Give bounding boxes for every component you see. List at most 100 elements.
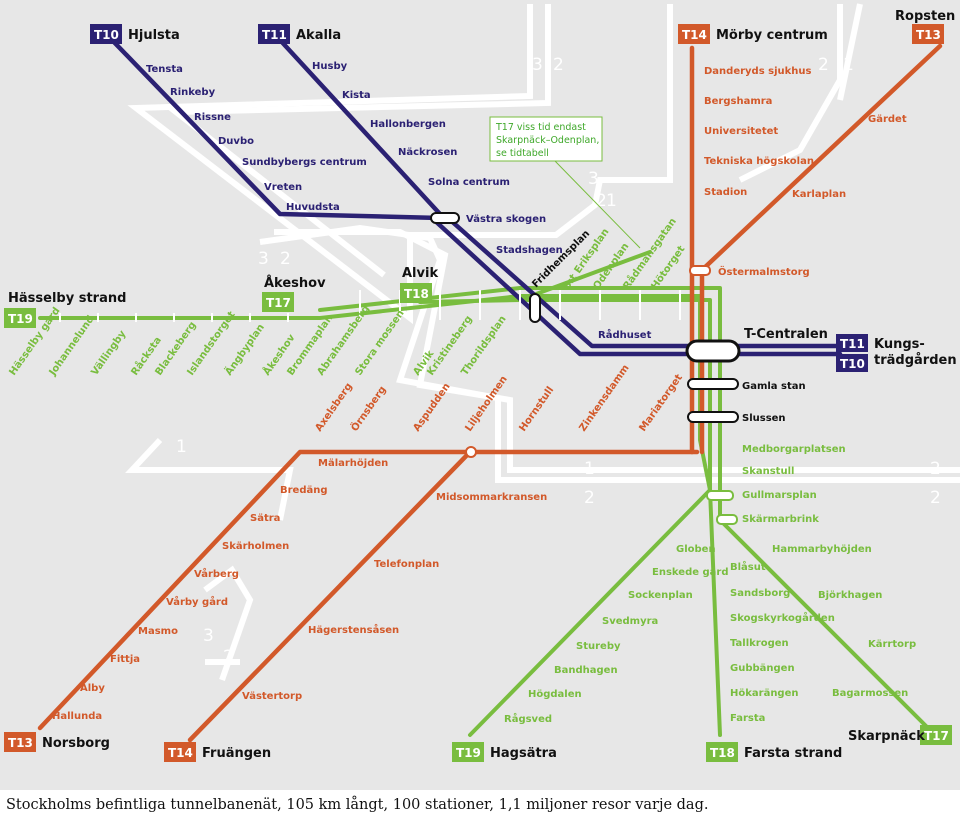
- metro-map-canvas: 3 2 2 1 3 2 3 2 1 2 1 2 2 1 3 2: [0, 0, 960, 790]
- station-label: Skanstull: [742, 466, 794, 477]
- note-line: Skarpnäck–Odenplan,: [496, 135, 599, 146]
- badge-t10: T10: [94, 28, 119, 42]
- station-label: Rissne: [194, 112, 231, 123]
- badge-t13: T13: [916, 28, 941, 42]
- station-label: Medborgarplatsen: [742, 444, 846, 455]
- skarmarbrink-marker: [716, 514, 738, 525]
- t11-akalla-track: [277, 37, 443, 217]
- station-label: Tekniska högskolan: [704, 156, 814, 167]
- terminal-norsborg: Norsborg: [42, 736, 110, 751]
- badge-t11: T11: [840, 337, 865, 351]
- station-label: Rågsved: [504, 712, 552, 725]
- badge-t11: T11: [262, 28, 287, 42]
- station-label: Globen: [676, 544, 716, 555]
- station-label: Farsta: [730, 713, 765, 724]
- station-label: Kärrtorp: [868, 639, 916, 650]
- t17-track: [318, 286, 937, 737]
- blue-central-track-2: [445, 215, 843, 349]
- t14-fruangen-track: [187, 449, 473, 743]
- station-label: Tallkrogen: [730, 638, 789, 649]
- fare-zone-background: [0, 0, 960, 790]
- terminal-alvik: Alvik: [402, 266, 438, 281]
- station-label: Husby: [312, 61, 348, 72]
- station-label: Masmo: [138, 626, 178, 637]
- station-label: Bergshamra: [704, 96, 772, 107]
- badge-t19: T19: [8, 312, 33, 326]
- station-label: Hallonbergen: [370, 119, 446, 130]
- terminal-akalla: Akalla: [296, 28, 341, 43]
- station-label: Bagarmossen: [832, 688, 908, 699]
- station-label: Gärdet: [868, 114, 907, 125]
- vastra-skogen-interchange: [430, 212, 460, 224]
- station-label: Blåsut: [730, 560, 766, 573]
- badge-t17: T17: [266, 296, 291, 310]
- t18-track: [418, 298, 722, 737]
- station-label: Hökarängen: [730, 688, 799, 699]
- interchange-markers: [430, 212, 741, 525]
- station-label: Rinkeby: [170, 87, 216, 98]
- note-line: T17 viss tid endast: [495, 122, 586, 133]
- station-label: Enskede gård: [652, 565, 728, 578]
- terminal-kungstradgarden: trädgården: [874, 353, 957, 368]
- station-label: Stureby: [576, 641, 621, 652]
- station-label: Midsommarkransen: [436, 492, 547, 503]
- slussen-interchange: [687, 411, 739, 423]
- zone-number: 2: [596, 191, 607, 211]
- t10-hjulsta-track: [109, 37, 443, 221]
- badge-t18: T18: [710, 746, 735, 760]
- station-label: Sundbybergs centrum: [242, 157, 367, 168]
- station-label: Telefonplan: [374, 559, 439, 570]
- station-label: Sandsborg: [730, 588, 790, 599]
- badge-t17: T17: [924, 729, 949, 743]
- station-label: Västertorp: [242, 691, 302, 702]
- station-label: Vårberg: [194, 567, 239, 580]
- fridhemsplan-interchange: [529, 293, 541, 323]
- station-label: Högdalen: [528, 689, 582, 700]
- station-label: Vreten: [264, 182, 302, 193]
- station-label: Bandhagen: [554, 665, 618, 676]
- zone-number: 2: [223, 647, 234, 667]
- terminal-ropsten: Ropsten: [895, 9, 955, 24]
- t19-south-track: [468, 488, 712, 737]
- station-label: Kista: [342, 90, 371, 101]
- fare-zone-labels: 3 2 2 1 3 2 3 2 1 2 1 2 2 1 3 2: [176, 55, 941, 667]
- station-label: Universitetet: [704, 126, 778, 137]
- station-label: Hägerstensåsen: [308, 623, 399, 636]
- station-label: Rådhuset: [598, 328, 652, 341]
- station-label: Stadshagen: [496, 245, 563, 256]
- station-label: Gamla stan: [742, 381, 806, 392]
- zone-number: 3: [258, 249, 269, 269]
- map-caption: Stockholms befintliga tunnelbanenät, 105…: [6, 797, 709, 813]
- green-north-link: [518, 250, 652, 302]
- station-label: Stadion: [704, 187, 747, 198]
- gamla-stan-interchange: [687, 378, 739, 390]
- terminal-hagsatra: Hagsätra: [490, 746, 557, 761]
- t17-service-note: T17 viss tid endast Skarpnäck–Odenplan, …: [489, 116, 641, 249]
- terminal-kungstradgarden: Kungs-: [874, 337, 925, 352]
- station-label: Hallunda: [52, 711, 102, 722]
- station-label: Svedmyra: [602, 616, 658, 627]
- zone-number: 2: [818, 55, 829, 75]
- station-label: Björkhagen: [818, 590, 882, 601]
- zone-number: 2: [553, 55, 564, 75]
- zone-number: 2: [280, 249, 291, 269]
- terminal-morby: Mörby centrum: [716, 28, 828, 43]
- blue-line-network: [109, 37, 843, 357]
- note-line: se tidtabell: [496, 148, 549, 159]
- station-label: Mälarhöjden: [318, 458, 388, 469]
- station-label: Karlaplan: [792, 189, 846, 200]
- terminal-skarpnack: Skarpnäck: [848, 729, 925, 744]
- station-label: Gullmarsplan: [742, 490, 817, 501]
- station-label: Östermalmstorg: [718, 264, 810, 278]
- zone-number: 1: [176, 437, 187, 457]
- zone-number: 2: [930, 459, 941, 479]
- station-label: Fittja: [110, 654, 140, 665]
- zone-number: 2: [584, 488, 595, 508]
- terminal-labels: Hjulsta Akalla Mörby centrum Ropsten Häs…: [8, 9, 957, 761]
- badge-t13: T13: [8, 736, 33, 750]
- gullmarsplan-marker: [706, 490, 734, 501]
- terminal-tcentralen: T-Centralen: [744, 327, 828, 342]
- station-label: Gubbängen: [730, 663, 795, 674]
- station-label: Huvudsta: [286, 202, 340, 213]
- zone-number: 1: [584, 459, 595, 479]
